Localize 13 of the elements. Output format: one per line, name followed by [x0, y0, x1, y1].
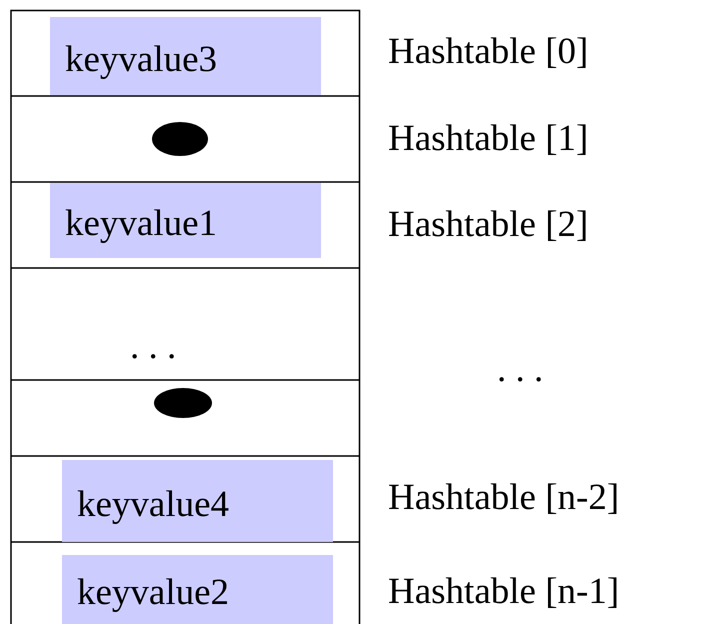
ellipsis-text: . . .	[130, 325, 176, 369]
key-value-entry: keyvalue3	[50, 17, 321, 95]
slot-index-label: Hashtable [n-2]	[388, 476, 620, 520]
key-value-entry: keyvalue4	[62, 460, 333, 542]
key-value-entry: keyvalue2	[62, 555, 333, 624]
slot-index-label: Hashtable [n-1]	[388, 570, 620, 614]
null-pointer-dot	[154, 388, 212, 418]
slot-index-label: Hashtable [2]	[388, 203, 588, 247]
ellipsis-text: . . .	[497, 348, 544, 392]
null-pointer-dot	[152, 122, 208, 156]
slot-index-label: Hashtable [0]	[388, 30, 588, 74]
slot-index-label: Hashtable [1]	[388, 117, 588, 161]
key-value-entry: keyvalue1	[50, 183, 321, 258]
